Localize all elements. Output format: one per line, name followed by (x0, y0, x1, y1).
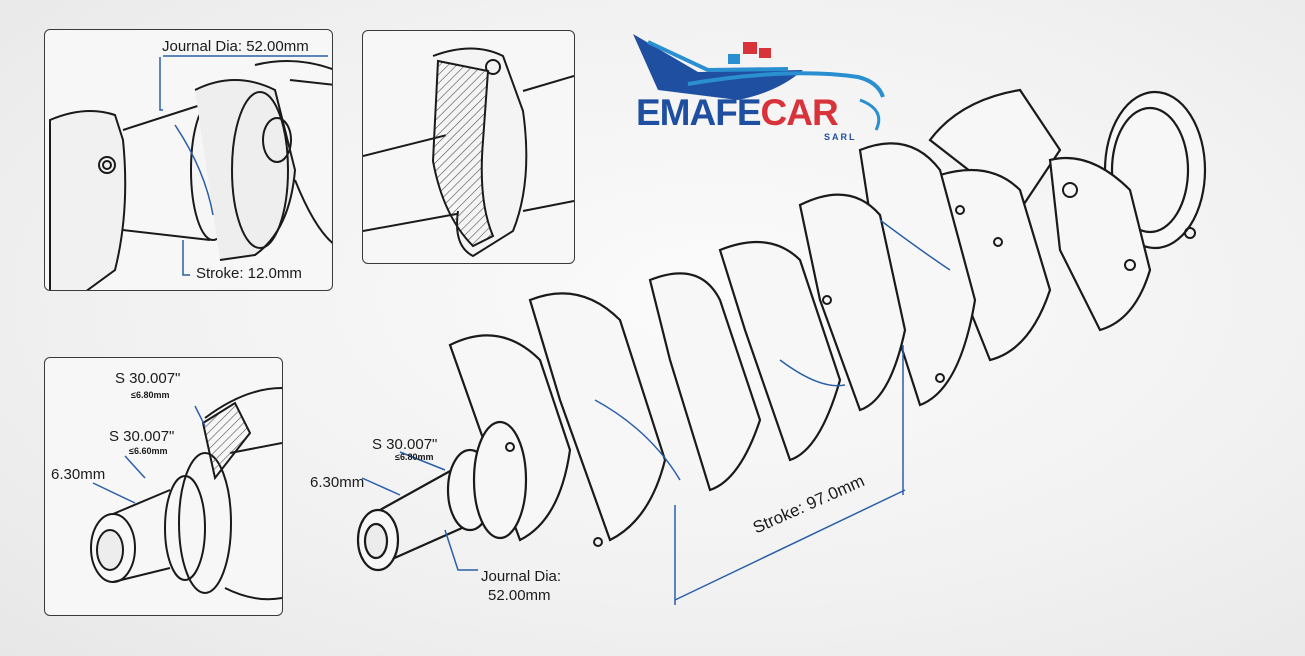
cross-section-drawing (363, 47, 574, 258)
journal-dia-label: Journal Dia: 52.00mm (162, 38, 309, 55)
inset-cross-section (362, 30, 575, 264)
snout-spec1-sub-label: ≤6.80mm (131, 390, 170, 400)
inset-snout-detail: S 30.007" ≤6.80mm S 30.007" ≤6.60mm 6.30… (44, 357, 283, 616)
journal-detail-drawing (49, 55, 332, 290)
brand-name: EMAFECAR (636, 92, 839, 134)
main-length-label: 6.30mm (310, 474, 365, 491)
snout-spec2-label: S 30.007" (109, 428, 175, 445)
snout-spec2-sub-label: ≤6.60mm (129, 446, 168, 456)
snout-detail-drawing (90, 387, 282, 601)
stroke-label: Stroke: 12.0mm (196, 265, 302, 282)
inset-journal-detail: Journal Dia: 52.00mm Stroke: 12.0mm (44, 29, 333, 291)
brand-name-part2: CAR (760, 92, 839, 133)
main-journal-label-line1: Journal Dia: (481, 568, 562, 585)
main-spec-label: S 30.007" (372, 436, 438, 453)
brand-suffix: SARL (824, 132, 857, 142)
snout-spec1-label: S 30.007" (115, 370, 181, 387)
emafecar-logo: EMAFECAR SARL (628, 22, 893, 147)
ship-logo-icon (633, 34, 885, 131)
main-journal-label-line2: 52.00mm (488, 587, 551, 604)
brand-name-part1: EMAFE (636, 92, 761, 133)
main-spec-sub-label: ≤6.80mm (395, 452, 434, 462)
snout-length-label: 6.30mm (51, 466, 106, 483)
